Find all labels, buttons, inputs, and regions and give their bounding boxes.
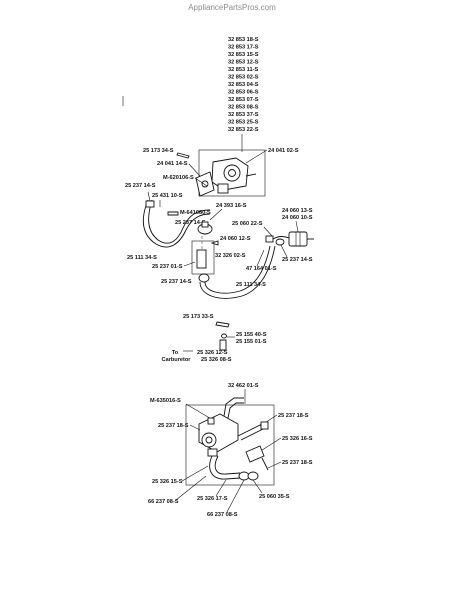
stack-label[interactable]: 32 853 07-S — [228, 97, 259, 103]
part-label[interactable]: 24 060 13-S — [282, 208, 313, 214]
part-label[interactable]: 25 173 33-S — [183, 314, 214, 320]
part-label[interactable]: 32 462 01-S — [228, 383, 259, 389]
fuel-line — [142, 199, 211, 248]
part-label[interactable]: M-635016-S — [150, 398, 181, 404]
fuel-pump — [198, 397, 244, 453]
part-label[interactable]: 25 173 34-S — [143, 148, 174, 154]
part-label[interactable]: 25 237 14-S — [161, 279, 192, 285]
part-label[interactable]: 25 326 16-S — [282, 436, 313, 442]
part-label[interactable]: 25 155 40-S — [236, 332, 267, 338]
part-label[interactable]: 25 326 12-S — [197, 350, 228, 356]
stack-label[interactable]: 32 853 37-S — [228, 112, 259, 118]
part-label[interactable]: 25 326 08-S — [201, 357, 232, 363]
part-label[interactable]: 66 237 08-S — [148, 499, 179, 505]
part-label[interactable]: 25 237 14-S — [125, 183, 156, 189]
primer-fitting — [197, 221, 213, 235]
part-label[interactable]: 25 237 14-S — [282, 257, 313, 263]
stack-label[interactable]: 32 853 02-S — [228, 75, 259, 81]
stack-label[interactable]: 32 853 06-S — [228, 90, 259, 96]
stack-label[interactable]: 32 853 11-S — [228, 67, 258, 73]
part-label[interactable]: 24 041 02-S — [268, 148, 299, 154]
part-label[interactable]: 66 237 08-S — [207, 512, 238, 518]
stack-label[interactable]: 32 853 25-S — [228, 120, 259, 126]
stack-label[interactable]: 32 853 04-S — [228, 82, 259, 88]
part-label[interactable]: 25 111 34-S — [236, 282, 266, 288]
part-label[interactable]: 25 237 18-S — [158, 423, 189, 429]
part-label[interactable]: 24 393 16-S — [216, 203, 247, 209]
part-label[interactable]: 24 060 10-S — [282, 215, 313, 221]
lower-elbow-hose — [209, 455, 241, 480]
part-label[interactable]: 47 164 01-S — [246, 266, 277, 272]
part-label[interactable]: 24 041 14-S — [157, 161, 188, 167]
part-label[interactable]: 25 326 17-S — [197, 496, 228, 502]
part-label[interactable]: 25 060 22-S — [232, 221, 263, 227]
part-label[interactable]: M-620106-S — [163, 175, 194, 181]
part-label[interactable]: 24 060 12-S — [220, 236, 251, 242]
stack-label[interactable]: 32 853 08-S — [228, 105, 259, 111]
part-label[interactable]: 25 237 14-S — [175, 220, 206, 226]
fuel-filter — [288, 231, 314, 247]
part-label[interactable]: 25 111 34-S — [127, 255, 157, 261]
part-label[interactable]: 25 237 18-S — [282, 460, 313, 466]
part-label: To — [172, 350, 179, 356]
carburetor — [211, 157, 257, 194]
part-label[interactable]: M-641080-S — [180, 210, 211, 216]
return-hose — [199, 245, 276, 299]
part-label[interactable]: 25 237 18-S — [278, 413, 309, 419]
stack-label[interactable]: 32 853 17-S — [228, 45, 259, 51]
part-label[interactable]: 25 237 01-S — [152, 264, 183, 270]
pump-box — [185, 404, 275, 486]
part-label[interactable]: 25 326 15-S — [152, 479, 183, 485]
stack-label[interactable]: 32 853 15-S — [228, 52, 259, 58]
part-label: Carburetor — [162, 357, 192, 363]
hose-fitting-right — [245, 445, 269, 471]
stack-label[interactable]: 32 853 22-S — [228, 127, 259, 133]
part-label[interactable]: 25 155 01-S — [236, 339, 267, 345]
carburetor-box — [198, 149, 266, 197]
carb-stack-labels: 32 853 18-S 32 853 17-S 32 853 15-S 32 8… — [228, 37, 259, 133]
stack-label[interactable]: 32 853 18-S — [228, 37, 259, 43]
part-label[interactable]: 25 431 10-S — [152, 193, 183, 199]
watermark: AppliancePartsPros.com — [188, 3, 276, 12]
hose-upper-right — [237, 423, 266, 441]
stack-label[interactable]: 32 853 12-S — [228, 60, 259, 66]
part-label[interactable]: 25 060 35-S — [259, 494, 290, 500]
part-label[interactable]: 32 326 02-S — [215, 253, 246, 259]
